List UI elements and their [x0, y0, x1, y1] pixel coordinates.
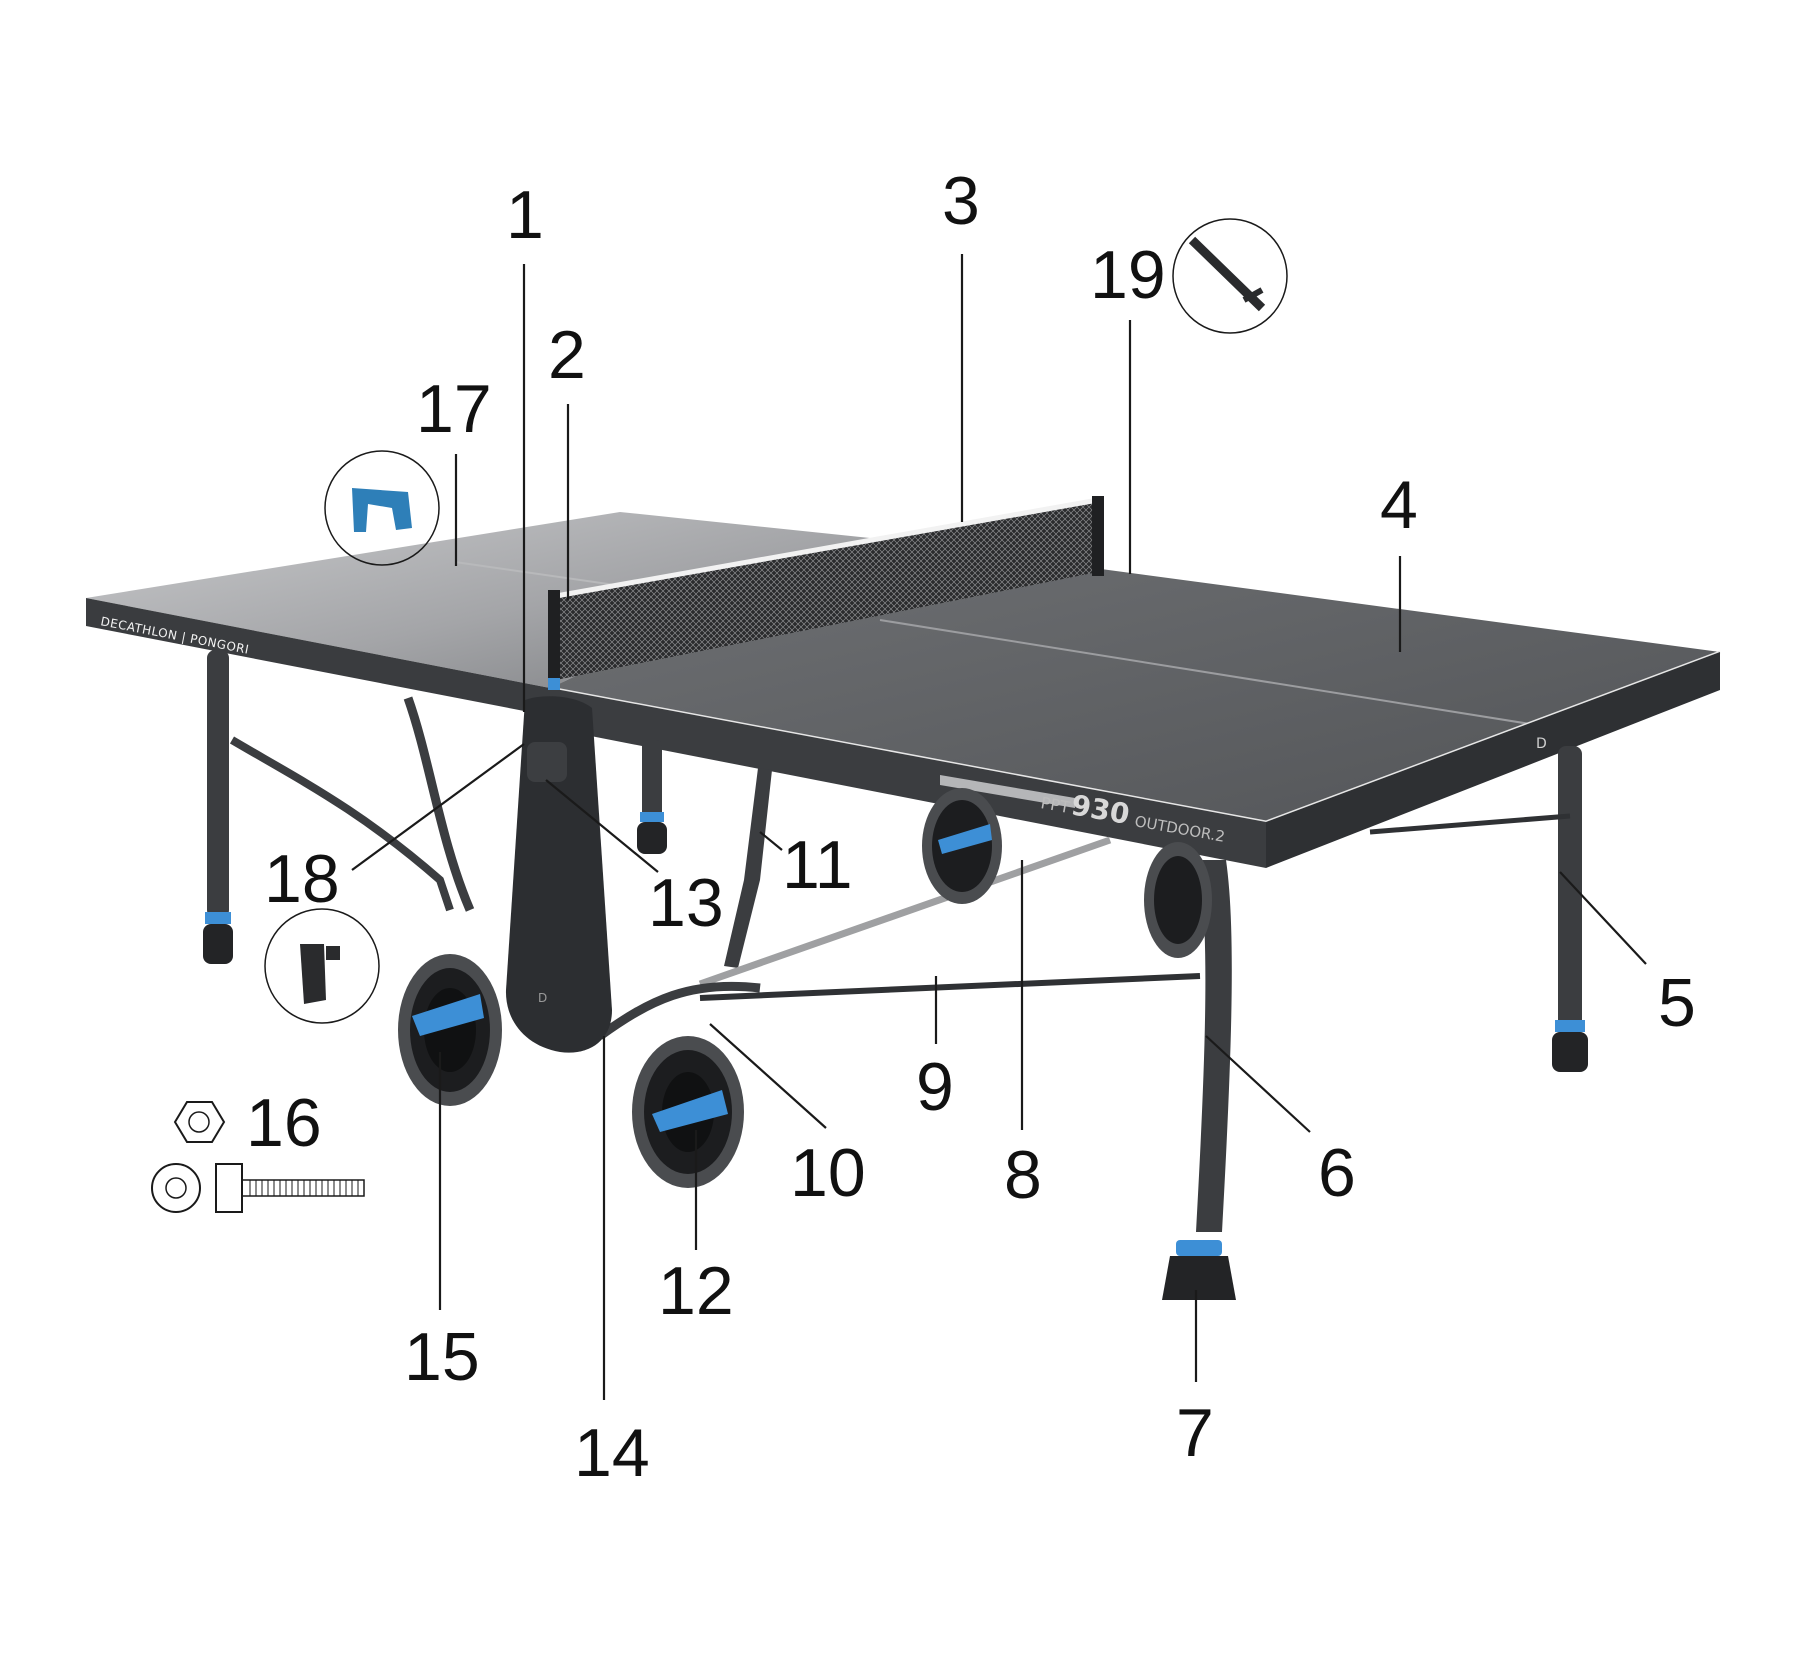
table-centre-line	[879, 619, 1531, 725]
leg-back-middle	[642, 740, 662, 820]
wheel-12	[632, 1036, 744, 1188]
callout-19: 19	[1090, 237, 1166, 313]
metal-bar-8	[698, 836, 1112, 988]
bolt-shaft-icon	[241, 1179, 365, 1197]
wheel-rear-right-rim	[1154, 856, 1202, 944]
callout-7: 7	[1176, 1395, 1214, 1471]
foot-front-right	[1162, 1256, 1236, 1300]
inset-19-circle	[1172, 218, 1288, 334]
inset-18-circle	[264, 908, 380, 1024]
net-mesh	[556, 500, 1098, 680]
callout-9: 9	[916, 1049, 954, 1125]
net-clamp-icon	[300, 944, 326, 1004]
bolt-thread-icon	[249, 1180, 359, 1196]
callout-13: 13	[648, 865, 724, 941]
leader-5	[1559, 871, 1647, 965]
callout-14: 14	[574, 1415, 650, 1491]
inset-17-circle	[324, 450, 440, 566]
callout-11: 11	[782, 827, 853, 903]
callout-2: 2	[548, 317, 586, 393]
callout-3: 3	[942, 163, 980, 239]
wheel-rear-right	[1144, 842, 1212, 958]
callout-15: 15	[404, 1319, 480, 1395]
central-logo: D	[538, 991, 547, 1005]
wheel-rear-left-lock-blue	[938, 824, 992, 854]
cross-bar-rear	[1369, 813, 1571, 835]
inset-18	[264, 908, 380, 1024]
foot-back-middle	[637, 822, 667, 854]
foot-back-left	[203, 924, 233, 964]
model-label-prefix: PPT	[1039, 793, 1071, 817]
callout-12: 12	[658, 1253, 734, 1329]
model-stripe	[940, 775, 1075, 808]
wheel-15-lock-blue	[412, 994, 484, 1036]
net-clamp-knob	[326, 946, 340, 960]
callout-17: 17	[416, 371, 492, 447]
foot-rear-right	[1552, 1032, 1588, 1072]
table-apron-left	[86, 598, 550, 716]
wheel-12-lock-blue	[652, 1090, 728, 1132]
leg-back-left	[207, 650, 229, 918]
cable-tie-tip	[1242, 287, 1264, 303]
central-block: D	[505, 696, 612, 1053]
callout-16: 16	[246, 1085, 322, 1161]
leg-front-right	[1196, 860, 1232, 1232]
curved-rail-14	[597, 981, 761, 1040]
washer-icon	[151, 1163, 201, 1213]
leader-18	[351, 743, 525, 871]
inset-17	[324, 450, 440, 566]
frame	[229, 696, 1571, 1040]
leader-13	[545, 779, 659, 873]
foot-rear-right-blue	[1555, 1020, 1585, 1032]
callout-1: 1	[506, 177, 544, 253]
leg-rear-right	[1558, 746, 1582, 1028]
bolt-head-icon	[215, 1163, 243, 1213]
callout-numbers: 1 2 3 4 5 6 7 8 9 10 11 12 13 14 15 16 1…	[246, 163, 1696, 1491]
nut-hole	[188, 1111, 210, 1133]
wheel-15	[398, 954, 502, 1106]
foot-back-middle-blue	[640, 812, 664, 822]
net-post-left	[548, 590, 560, 690]
net-top-band	[555, 497, 1099, 599]
logo-mark: D	[1536, 736, 1547, 752]
callout-18: 18	[264, 841, 340, 917]
central-housing	[505, 696, 612, 1053]
callout-6: 6	[1318, 1135, 1356, 1211]
leader-lines	[351, 254, 1647, 1400]
callout-8: 8	[1004, 1137, 1042, 1213]
washer-hole	[165, 1177, 187, 1199]
leader-6	[1205, 1035, 1311, 1133]
callout-10: 10	[790, 1135, 866, 1211]
central-clip	[527, 742, 567, 782]
foot-front-right-blue	[1176, 1240, 1222, 1256]
table-top-left-half	[86, 512, 870, 688]
foot-back-left-blue	[205, 912, 231, 924]
frame-arm-left	[403, 696, 475, 912]
wheel-rear-left	[922, 788, 1002, 904]
table-apron-front	[550, 688, 1266, 868]
net-post-right	[1092, 496, 1104, 576]
leader-11	[759, 831, 783, 851]
frame-bar-left	[229, 736, 454, 912]
corner-protector-icon	[352, 488, 412, 532]
leader-10	[709, 1023, 827, 1129]
net	[548, 496, 1104, 690]
callout-4: 4	[1380, 467, 1418, 543]
table-apron-right	[1266, 652, 1720, 868]
callout-5: 5	[1658, 965, 1696, 1041]
net-post-left-blue	[548, 678, 560, 690]
nut-icon	[173, 1101, 226, 1143]
legs	[203, 650, 1588, 1300]
cross-bar-9	[699, 973, 1201, 1001]
inset-19	[1172, 218, 1288, 334]
leg-11	[724, 768, 772, 968]
hardware-16	[151, 1101, 365, 1213]
